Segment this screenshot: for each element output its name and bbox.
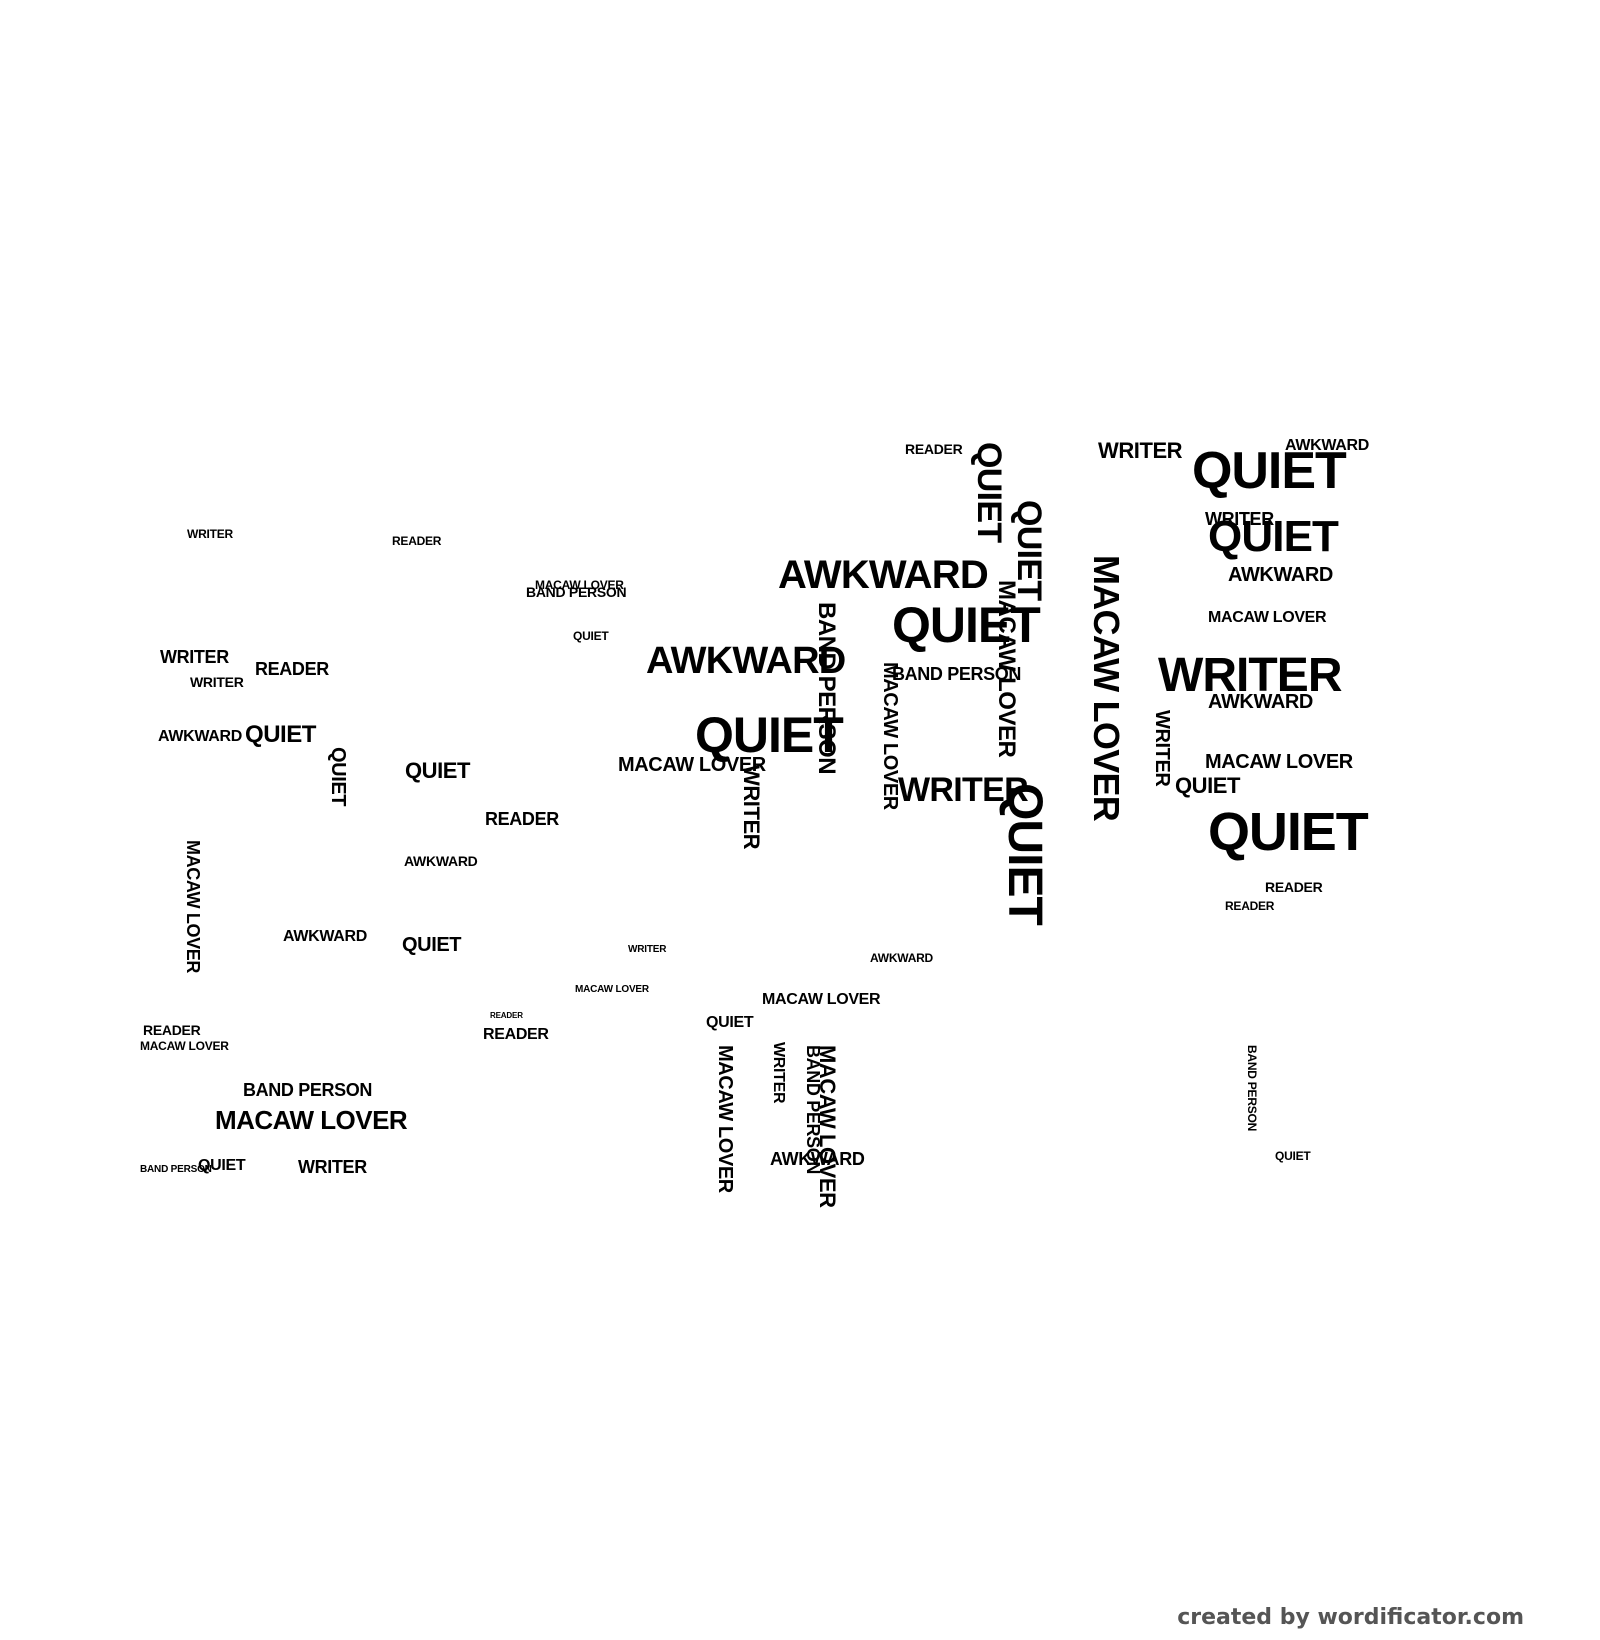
word-quiet: QUIET [198,1157,246,1174]
word-reader: READER [143,1022,201,1038]
word-reader: READER [483,1026,549,1043]
word-writer: WRITER [160,647,229,667]
word-reader: READER [392,534,442,548]
word-awkward: AWKWARD [1228,564,1333,586]
word-writer: WRITER [628,944,667,955]
word-writer: WRITER [898,771,1029,809]
word-writer: WRITER [1205,509,1274,529]
word-awkward: AWKWARD [770,1149,865,1169]
word-awkward: AWKWARD [1208,691,1313,713]
credit-text: created by wordificator.com [1177,1605,1524,1630]
word-quiet: QUIET [327,747,349,807]
word-writer: WRITER [739,765,764,850]
word-quiet: QUIET [402,934,462,956]
word-macaw-lover: MACAW LOVER [1205,751,1353,773]
word-reader: READER [1265,879,1323,895]
word-writer: WRITER [190,674,244,690]
word-quiet: QUIET [892,597,1041,653]
word-quiet: QUIET [573,629,609,643]
word-awkward: AWKWARD [404,853,478,869]
word-macaw-lover: MACAW LOVER [1208,609,1327,626]
word-reader: READER [255,659,329,679]
word-quiet: QUIET [695,707,844,763]
word-macaw-lover: MACAW LOVER [714,1045,736,1193]
word-awkward: AWKWARD [778,553,989,597]
word-quiet: QUIET [970,442,1008,543]
word-writer: WRITER [770,1042,787,1104]
word-macaw-lover: MACAW LOVER [140,1039,229,1053]
word-band-person: BAND PERSON [140,1164,212,1175]
word-awkward: AWKWARD [283,928,367,945]
word-macaw-lover: MACAW LOVER [215,1105,408,1135]
word-reader: READER [490,1011,523,1020]
word-awkward: AWKWARD [158,728,242,745]
word-quiet: QUIET [245,721,316,748]
word-quiet: QUIET [706,1014,754,1031]
word-awkward: AWKWARD [870,951,933,965]
word-macaw-lover: MACAW LOVER [618,754,766,776]
word-awkward: AWKWARD [646,640,846,682]
word-quiet: QUIET [1275,1149,1311,1163]
word-reader: READER [905,441,963,457]
word-band-person: BAND PERSON [243,1080,373,1100]
word-quiet: QUIET [1192,442,1347,500]
word-awkward: AWKWARD [1285,437,1369,454]
word-writer: WRITER [187,527,233,541]
word-macaw-lover: MACAW LOVER [575,984,649,995]
word-reader: READER [1225,899,1275,913]
word-band-person: BAND PERSON [1245,1045,1259,1132]
word-macaw-lover: MACAW LOVER [535,578,624,592]
word-quiet: QUIET [1175,773,1241,798]
word-writer: WRITER [1158,649,1343,702]
word-macaw-lover: MACAW LOVER [879,662,901,810]
word-band-person: BAND PERSON [892,664,1022,684]
word-band-person: BAND PERSON [813,602,840,775]
word-macaw-lover: MACAW LOVER [762,991,881,1008]
word-writer: WRITER [298,1157,367,1177]
word-reader: READER [485,809,559,829]
word-quiet: QUIET [1208,802,1369,862]
word-macaw-lover: MACAW LOVER [183,840,203,974]
word-quiet: QUIET [1208,512,1339,561]
word-macaw-lover: MACAW LOVER [1086,555,1127,822]
word-writer: WRITER [1098,438,1183,463]
word-band-person: BAND PERSON [526,584,627,600]
word-writer: WRITER [1151,710,1173,787]
word-quiet: QUIET [405,758,471,783]
